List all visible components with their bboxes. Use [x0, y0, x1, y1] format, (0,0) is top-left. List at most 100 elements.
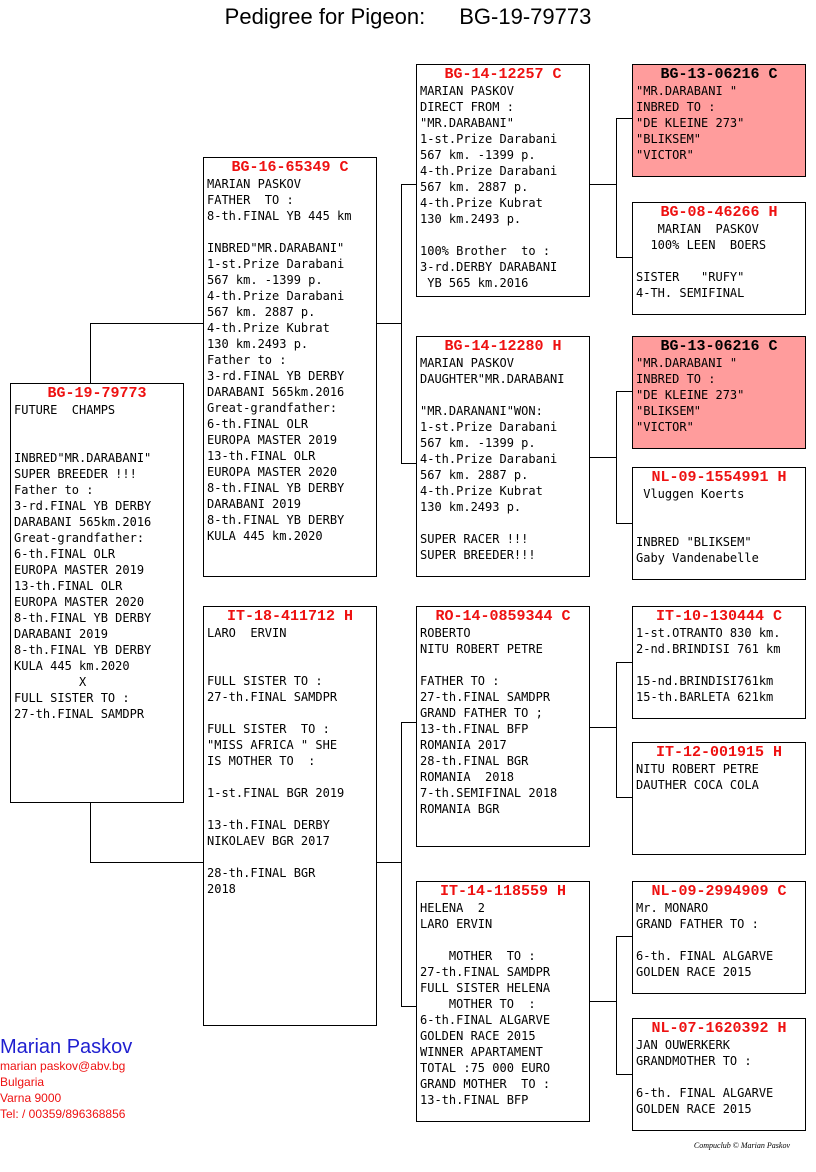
note-line: DARABANI 565km.2016	[14, 515, 152, 529]
sire-card[interactable]: BG-16-65349 C MARIAN PASKOV FATHER TO : 8-…	[203, 157, 377, 577]
note-line: Great-grandfather:	[14, 531, 145, 545]
ring-number: BG-19-79773	[47, 385, 147, 402]
ring-number: IT-18-411712 H	[226, 608, 354, 625]
sdd-card[interactable]: NL-09-1554991 H Vluggen Koerts INBRED "B…	[632, 467, 806, 580]
connector-line	[90, 803, 91, 863]
note-line: 27-th.FINAL SAMDPR	[14, 707, 145, 721]
note-line: "MR.DARABANI "	[636, 356, 738, 370]
title-ring: BG-19-79773	[459, 4, 592, 29]
ring-number: BG-14-12257 C	[444, 66, 562, 83]
note-line	[204, 224, 376, 240]
owner-email[interactable]: marian paskov@abv.bg	[0, 1059, 126, 1073]
note-line: "MR.DARANANI"WON:	[420, 404, 543, 418]
ring-number: NL-09-1554991 H	[651, 469, 787, 486]
note-line: 3-rd.FINAL YB DERBY	[207, 369, 345, 383]
note-line: DARABANI 2019	[207, 497, 301, 511]
note-line	[633, 657, 805, 673]
note-line: GRAND FATHER TO ;	[420, 706, 543, 720]
note-line: ROMANIA BGR	[420, 802, 500, 816]
dam-card[interactable]: IT-18-411712 H LARO ERVIN FULL SISTER TO…	[203, 606, 377, 1026]
bird-notes: Vluggen Koerts INBRED "BLIKSEM"Gaby Vand…	[633, 486, 805, 566]
connector-line	[401, 722, 416, 723]
ring-number: IT-14-118559 H	[439, 883, 567, 900]
note-line: 8-th.FINAL YB DERBY	[207, 513, 345, 527]
note-line: IS MOTHER TO :	[207, 754, 316, 768]
note-line: "DE KLEINE 273"	[636, 116, 745, 130]
ring-number: NL-09-2994909 C	[651, 883, 787, 900]
note-line: DARABANI 2019	[14, 627, 108, 641]
connector-line	[401, 1006, 416, 1007]
note-line: 13-th.FINAL BFP	[420, 722, 529, 736]
note-line: 7-th.SEMIFINAL 2018	[420, 786, 558, 800]
note-line: 13-th.FINAL BFP	[420, 1093, 529, 1107]
connector-line	[616, 391, 632, 392]
connector-line	[616, 936, 617, 1075]
note-line: 1-st.Prize Darabani	[420, 132, 558, 146]
dss-card[interactable]: IT-10-130444 C 1-st.OTRANTO 830 km.2-nd.…	[632, 606, 806, 719]
note-line: 567 km. -1399 p.	[420, 148, 536, 162]
note-line: ROMANIA 2017	[420, 738, 507, 752]
subject-card[interactable]: BG-19-79773 FUTURE CHAMPS INBRED"MR.DARA…	[10, 383, 184, 803]
ring-number: BG-16-65349 C	[231, 159, 349, 176]
note-line: EUROPA MASTER 2020	[14, 595, 145, 609]
note-line: X	[14, 675, 87, 689]
note-line: TOTAL :75 000 EURO	[420, 1061, 551, 1075]
note-line: GOLDEN RACE 2015	[636, 1102, 752, 1116]
bird-notes: "MR.DARABANI "INBRED TO :"DE KLEINE 273"…	[633, 355, 805, 435]
note-line: 15-th.BARLETA 621km	[636, 690, 774, 704]
note-line: MARIAN PASKOV	[207, 177, 301, 191]
connector-line	[616, 118, 617, 258]
connector-line	[401, 722, 402, 1007]
connector-line	[590, 727, 617, 728]
note-line: 4-th.Prize Darabani	[420, 164, 558, 178]
note-line: MOTHER TO :	[420, 949, 536, 963]
note-line: 13-th.FINAL OLR	[14, 579, 123, 593]
ring-number: NL-07-1620392 H	[651, 1020, 787, 1037]
note-line: Great-grandfather:	[207, 401, 338, 415]
note-line: FULL SISTER TO :	[14, 691, 130, 705]
connector-line	[90, 323, 203, 324]
note-line: 4-th.Prize Kubrat	[207, 321, 330, 335]
note-line: 27-th.FINAL SAMDPR	[207, 690, 338, 704]
note-line: "VICTOR"	[636, 148, 694, 162]
connector-line	[590, 184, 617, 185]
note-line: INBRED"MR.DARABANI"	[207, 241, 345, 255]
sss-card[interactable]: BG-13-06216 C "MR.DARABANI "INBRED TO :"…	[632, 64, 806, 177]
note-line: EUROPA MASTER 2019	[14, 563, 145, 577]
note-line: FATHER TO :	[207, 193, 294, 207]
note-line: MARIAN PASKOV	[420, 84, 514, 98]
note-line: SUPER BREEDER !!!	[14, 467, 137, 481]
note-line: SUPER RACER !!!	[420, 532, 529, 546]
ring-number: BG-14-12280 H	[444, 338, 562, 355]
note-line: KULA 445 km.2020	[207, 529, 323, 543]
connector-line	[616, 662, 632, 663]
connector-line	[616, 1074, 632, 1075]
sire-sire-card[interactable]: BG-14-12257 C MARIAN PASKOV DIRECT FROM :…	[416, 64, 590, 297]
owner-name: Marian Paskov	[0, 1036, 133, 1058]
note-line	[204, 769, 376, 785]
note-line: FULL SISTER TO :	[207, 674, 323, 688]
note-line	[204, 705, 376, 721]
note-line	[11, 418, 183, 434]
note-line: "BLIKSEM"	[636, 132, 702, 146]
note-line: 27-th.FINAL SAMDPR	[420, 690, 551, 704]
owner-country: Bulgaria	[0, 1075, 45, 1089]
note-line: DIRECT FROM :	[420, 100, 514, 114]
note-line: 4-TH. SEMIFINAL	[636, 286, 745, 300]
note-line: ROBERTO	[420, 626, 471, 640]
sds-card[interactable]: BG-13-06216 C "MR.DARABANI "INBRED TO :"…	[632, 336, 806, 449]
note-line: 567 km. 2887 p.	[207, 305, 316, 319]
bird-notes: 1-st.OTRANTO 830 km.2-nd.BRINDISI 761 km…	[633, 625, 805, 705]
ring-number: BG-08-46266 H	[660, 204, 778, 221]
ssd-card[interactable]: BG-08-46266 H MARIAN PASKOV 100% LEEN BO…	[632, 202, 806, 315]
note-line: SISTER "RUFY"	[636, 270, 745, 284]
